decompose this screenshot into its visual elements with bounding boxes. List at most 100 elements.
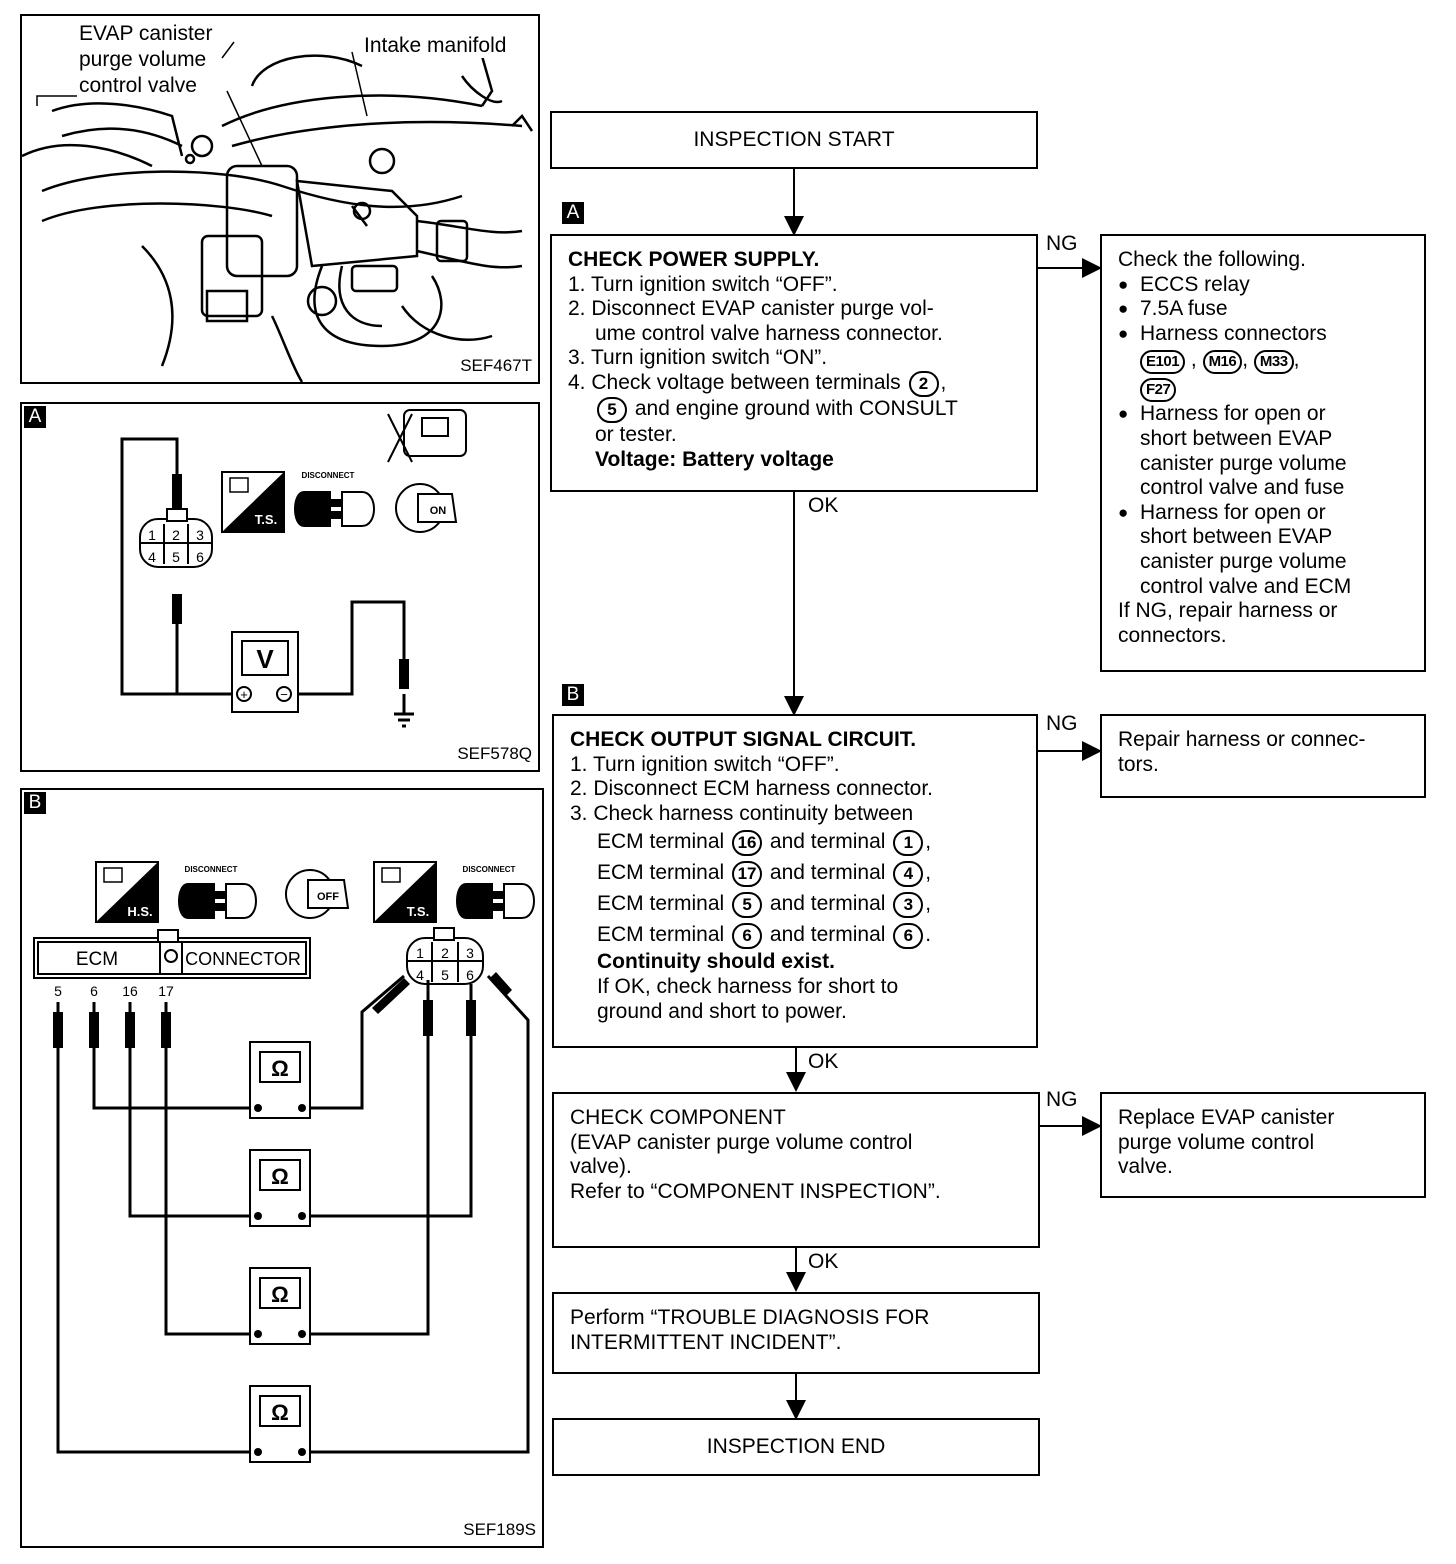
item-harness-connectors: Harness connectors bbox=[1118, 322, 1410, 347]
panel-a-disconnect-label: DISCONNECT bbox=[302, 471, 355, 480]
ts-icon: T.S. bbox=[373, 861, 437, 923]
figure-code: SEF578Q bbox=[457, 744, 532, 763]
connector-m33: M33 bbox=[1253, 350, 1294, 375]
inspection-start-box: INSPECTION START bbox=[550, 111, 1038, 169]
component-location-panel: EVAP canister purge volume control valve… bbox=[20, 14, 540, 384]
terminal-2-circle: 2 bbox=[908, 370, 939, 397]
figure-code: SEF189S bbox=[463, 1520, 536, 1539]
ignition-off-icon bbox=[285, 869, 350, 919]
replace-valve-line-3: valve. bbox=[1118, 1155, 1173, 1179]
inspection-end-box: INSPECTION END bbox=[552, 1418, 1040, 1476]
step-a-spec: Voltage: Battery voltage bbox=[595, 447, 834, 471]
disconnect-icon bbox=[294, 491, 375, 527]
continuity-pair-2: ECM terminal 17 and terminal 4, bbox=[570, 857, 1022, 888]
disconnect-icon bbox=[456, 883, 535, 919]
step-a-line-7: or tester. bbox=[595, 422, 677, 446]
panel-b-badge: B bbox=[24, 792, 46, 814]
panel-a-badge: A bbox=[24, 406, 46, 428]
step-a-line-2: 2. Disconnect EVAP canister purge vol- bbox=[568, 297, 934, 321]
replace-valve-line-2: purge volume control bbox=[1118, 1130, 1315, 1154]
voltmeter-plus: + bbox=[240, 687, 248, 702]
item-harness-fuse-1: Harness for open or bbox=[1118, 402, 1410, 427]
panel-b-ts-label: T.S. bbox=[407, 904, 429, 919]
panel-a-terminal-1: 1 bbox=[148, 527, 156, 543]
step-b-badge: B bbox=[562, 684, 584, 706]
trouble-diagnosis-line-1: Perform “TROUBLE DIAGNOSIS FOR bbox=[570, 1306, 930, 1329]
item-harness-fuse-3: canister purge volume bbox=[1140, 451, 1347, 475]
ng-label-c: NG bbox=[1046, 1088, 1078, 1111]
panel-b-key-off: OFF bbox=[317, 891, 339, 903]
panel-a-terminal-3: 3 bbox=[196, 527, 204, 543]
step-a-line-5: 4. Check voltage between terminals bbox=[568, 370, 901, 394]
panel-b-terminal-4: 4 bbox=[416, 967, 424, 983]
check-power-supply-box: CHECK POWER SUPPLY. 1. Turn ignition swi… bbox=[550, 234, 1038, 492]
ohmmeter-4-label: Ω bbox=[271, 1400, 289, 1425]
manifold-callout: Intake manifold bbox=[362, 34, 509, 58]
panel-a-terminal-4: 4 bbox=[148, 549, 156, 565]
connector-label: CONNECTOR bbox=[185, 949, 301, 969]
ecm-pin-17: 17 bbox=[158, 983, 174, 999]
item-harness-ecm-4: control valve and ECM bbox=[1140, 574, 1352, 598]
step-a-line-1: 1. Turn ignition switch “OFF”. bbox=[568, 272, 838, 296]
voltmeter-minus: − bbox=[280, 687, 288, 702]
continuity-pair-4: ECM terminal 6 and terminal 6. bbox=[570, 919, 1022, 950]
valve-photo-illustration bbox=[22, 41, 534, 382]
panel-b-continuity-check: B H.S. DISCONNECT OFF T.S. DISCONNECT bbox=[20, 788, 544, 1548]
ng-label-a: NG bbox=[1046, 232, 1078, 255]
connector-e101: E101 bbox=[1140, 350, 1186, 375]
repair-harness-line-1: Repair harness or connec- bbox=[1118, 728, 1366, 751]
valve-callout-line-2: purge volume bbox=[79, 48, 207, 71]
step-a-title: CHECK POWER SUPPLY. bbox=[568, 248, 820, 271]
check-component-line-4: Refer to “COMPONENT INSPECTION”. bbox=[570, 1179, 941, 1203]
figure-code: SEF467T bbox=[460, 356, 532, 375]
terminal-5-circle: 5 bbox=[597, 396, 627, 423]
step-a-line-4: 3. Turn ignition switch “ON”. bbox=[568, 346, 828, 370]
check-component-box: CHECK COMPONENT (EVAP canister purge vol… bbox=[552, 1092, 1040, 1248]
repair-harness-box: Repair harness or connec- tors. bbox=[1100, 714, 1426, 798]
panel-b-terminal-5: 5 bbox=[441, 967, 449, 983]
continuity-pair-1: ECM terminal 16 and terminal 1, bbox=[570, 826, 1022, 857]
continuity-check-wiring: H.S. DISCONNECT OFF T.S. DISCONNECT bbox=[33, 861, 535, 1463]
ecm-pin-16: 16 bbox=[122, 983, 138, 999]
continuity-pair-3: ECM terminal 5 and terminal 3, bbox=[570, 888, 1022, 919]
step-b-title: CHECK OUTPUT SIGNAL CIRCUIT. bbox=[570, 728, 917, 751]
replace-valve-box: Replace EVAP canister purge volume contr… bbox=[1100, 1092, 1426, 1198]
replace-valve-line-1: Replace EVAP canister bbox=[1118, 1106, 1335, 1129]
panel-a-key-on: ON bbox=[430, 505, 447, 517]
ecm-label: ECM bbox=[76, 949, 118, 970]
panel-a-ts-label: T.S. bbox=[255, 512, 277, 527]
panel-b-disconnect-label-2: DISCONNECT bbox=[463, 865, 516, 874]
panel-b-terminal-1: 1 bbox=[416, 945, 424, 961]
panel-b-disconnect-label-1: DISCONNECT bbox=[185, 865, 238, 874]
step-b-spec: Continuity should exist. bbox=[597, 950, 836, 974]
item-harness-ecm-3: canister purge volume bbox=[1140, 549, 1347, 573]
valve-callout-line-1: EVAP canister bbox=[79, 22, 213, 45]
check-following-heading: Check the following. bbox=[1118, 248, 1306, 271]
step-a-line-3: ume control valve harness connector. bbox=[595, 321, 943, 345]
panel-b-terminal-2: 2 bbox=[441, 945, 449, 961]
check-following-footer-2: connectors. bbox=[1118, 623, 1227, 647]
ng-label-b: NG bbox=[1046, 712, 1078, 735]
panel-a-terminal-2: 2 bbox=[172, 527, 180, 543]
panel-a-voltage-check: A 1 2 3 4 5 6 bbox=[20, 402, 540, 772]
trouble-diagnosis-box: Perform “TROUBLE DIAGNOSIS FOR INTERMITT… bbox=[552, 1292, 1040, 1374]
panel-a-terminal-5: 5 bbox=[172, 549, 180, 565]
step-b-note-2: ground and short to power. bbox=[597, 999, 847, 1023]
repair-harness-line-2: tors. bbox=[1118, 752, 1159, 776]
ok-label-a: OK bbox=[808, 494, 839, 517]
ohmmeter-1-label: Ω bbox=[271, 1056, 289, 1081]
check-following-box: Check the following. ECCS relay 7.5A fus… bbox=[1100, 234, 1426, 672]
check-component-line-3: valve). bbox=[570, 1155, 632, 1179]
item-harness-fuse-4: control valve and fuse bbox=[1140, 476, 1345, 500]
hs-icon: H.S. bbox=[95, 861, 159, 923]
ok-label-c: OK bbox=[808, 1250, 839, 1273]
voltage-check-wiring: 1 2 3 4 5 6 V + − T.S. DISCONNECT bbox=[120, 409, 467, 728]
panel-b-hs-label: H.S. bbox=[127, 904, 152, 919]
ok-label-b: OK bbox=[808, 1050, 839, 1073]
step-b-note-1: If OK, check harness for short to bbox=[597, 974, 899, 998]
step-b-line-3: 3. Check harness continuity between bbox=[570, 801, 914, 825]
consult-crossed-icon bbox=[387, 409, 467, 463]
ecm-pin-5: 5 bbox=[54, 983, 62, 999]
valve-callout-line-3: control valve bbox=[79, 74, 197, 97]
